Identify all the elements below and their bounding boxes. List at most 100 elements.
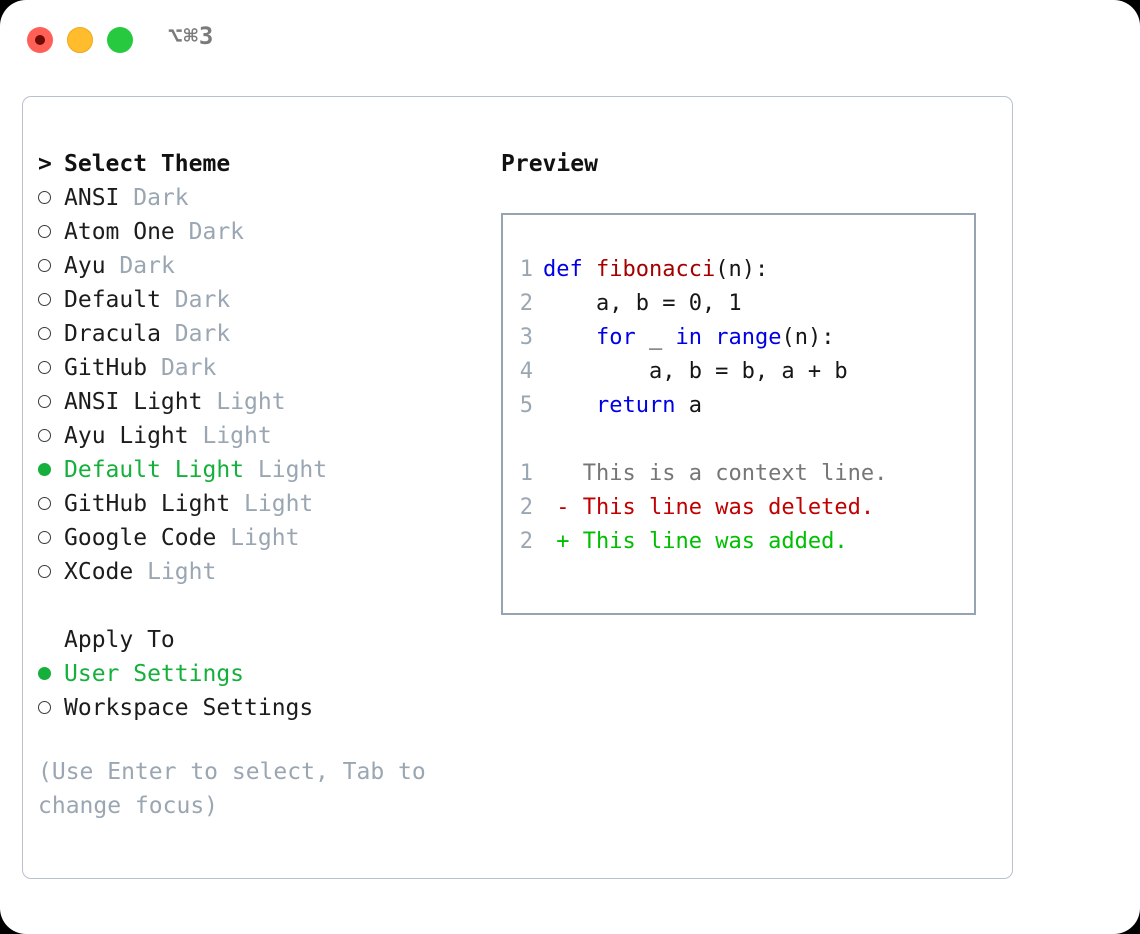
theme-variant-tag: Dark (174, 321, 231, 347)
diff-line: 2 + This line was added. (511, 525, 968, 559)
theme-list-item[interactable]: GitHub Dark (38, 351, 488, 385)
diff-marker (543, 461, 583, 486)
theme-list-item[interactable]: XCode Light (38, 555, 488, 589)
theme-variant-tag: Light (202, 423, 272, 449)
theme-list-item[interactable]: ANSI Dark (38, 181, 488, 215)
theme-variant-tag: Dark (160, 355, 217, 381)
code-line: 4 a, b = b, a + b (511, 355, 968, 389)
apply-to-list-item[interactable]: User Settings (38, 657, 488, 691)
theme-name-label: GitHub Light (64, 491, 231, 517)
apply-to-label: Workspace Settings (64, 695, 314, 721)
theme-variant-tag: Dark (188, 219, 245, 245)
preview-divider-space (511, 423, 968, 457)
code-token: in (675, 325, 702, 350)
theme-variant-tag: Light (147, 559, 217, 585)
preview-title: Preview (501, 151, 598, 177)
radio-unselected-icon[interactable] (38, 351, 64, 385)
code-token (543, 393, 596, 418)
line-number: 2 (519, 291, 533, 316)
theme-list-item[interactable]: Atom One Dark (38, 215, 488, 249)
theme-list-item[interactable]: Google Code Light (38, 521, 488, 555)
radio-unselected-icon[interactable] (38, 521, 64, 555)
code-line: 3 for _ in range(n): (511, 321, 968, 355)
line-number: 2 (519, 495, 533, 520)
radio-unselected-icon[interactable] (38, 691, 64, 725)
line-number: 4 (519, 359, 533, 384)
radio-selected-icon[interactable] (38, 453, 64, 487)
apply-to-label: User Settings (64, 661, 245, 687)
radio-selected-icon[interactable] (38, 657, 64, 691)
theme-name-label: Atom One (64, 219, 175, 245)
theme-name-label: Google Code (64, 525, 217, 551)
diff-marker: - (543, 495, 583, 520)
radio-unselected-icon[interactable] (38, 385, 64, 419)
diff-line: 2 - This line was deleted. (511, 491, 968, 525)
theme-list-item[interactable]: Default Dark (38, 283, 488, 317)
theme-variant-tag: Light (244, 491, 314, 517)
line-number: 3 (519, 325, 533, 350)
line-number: 2 (519, 529, 533, 554)
close-window-button[interactable] (27, 27, 53, 53)
code-token: a (675, 393, 702, 418)
radio-unselected-icon[interactable] (38, 181, 64, 215)
theme-name-label: Ayu Light (64, 423, 189, 449)
theme-name-label: Ayu (64, 253, 106, 279)
theme-variant-tag: Light (257, 457, 328, 483)
theme-list-item[interactable]: Ayu Light Light (38, 419, 488, 453)
apply-to-heading-label: Apply To (64, 627, 175, 653)
radio-unselected-icon[interactable] (38, 249, 64, 283)
code-token: return (595, 393, 676, 418)
code-token (702, 325, 715, 350)
diff-text: This line was added. (582, 529, 848, 554)
code-token: range (715, 325, 782, 350)
radio-unselected-icon[interactable] (38, 283, 64, 317)
keyboard-hint-text: (Use Enter to select, Tab to change focu… (38, 759, 440, 819)
theme-variant-tag: Dark (174, 287, 231, 313)
section-spacer (38, 589, 488, 623)
theme-name-label: Dracula (64, 321, 161, 347)
theme-name-label: GitHub (64, 355, 148, 381)
apply-to-list-item[interactable]: Workspace Settings (38, 691, 488, 725)
radio-unselected-icon[interactable] (38, 419, 64, 453)
radio-unselected-icon[interactable] (38, 215, 64, 249)
theme-list-item[interactable]: ANSI Light Light (38, 385, 488, 419)
theme-name-label: ANSI Light (64, 389, 203, 415)
theme-list-item[interactable]: Ayu Dark (38, 249, 488, 283)
code-token: a, b = 0, 1 (543, 291, 742, 316)
code-token: (n): (715, 257, 769, 282)
code-token: a, b = b, a + b (543, 359, 848, 384)
keyboard-shortcut-label: ⌥⌘3 (168, 22, 215, 50)
select-theme-heading: > Select Theme (38, 147, 488, 181)
code-line: 2 a, b = 0, 1 (511, 287, 968, 321)
maximize-window-button[interactable] (107, 27, 133, 53)
code-token: for (595, 325, 636, 350)
radio-unselected-icon[interactable] (38, 317, 64, 351)
code-token: _ (635, 325, 676, 350)
diff-marker: + (543, 529, 583, 554)
code-token (543, 325, 596, 350)
theme-name-label: Default Light (64, 457, 245, 483)
radio-unselected-icon[interactable] (38, 487, 64, 521)
select-theme-heading-label: Select Theme (64, 151, 231, 177)
line-number: 1 (519, 461, 533, 486)
theme-variant-tag: Dark (119, 253, 175, 279)
line-number: 1 (519, 257, 533, 282)
radio-unselected-icon[interactable] (38, 555, 64, 589)
theme-list-item[interactable]: GitHub Light Light (38, 487, 488, 521)
minimize-window-button[interactable] (67, 27, 93, 53)
theme-name-label: XCode (64, 559, 134, 585)
theme-list-item[interactable]: Default Light Light (38, 453, 488, 487)
prompt-caret-icon: > (38, 151, 66, 177)
title-bar: ⌥⌘3 (0, 0, 1140, 78)
theme-list-item[interactable]: Dracula Dark (38, 317, 488, 351)
diff-text: This line was deleted. (582, 495, 875, 520)
